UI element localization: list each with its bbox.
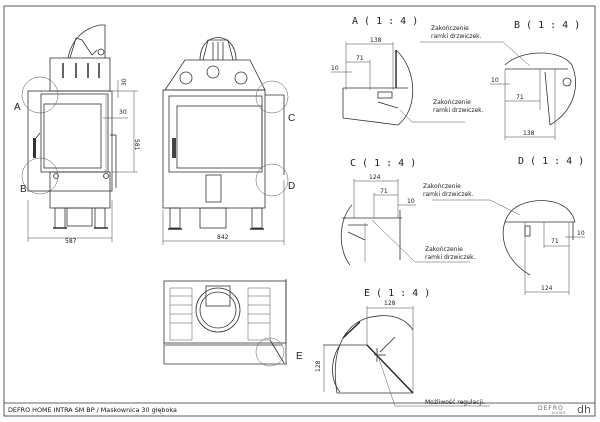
- detail-b: B ( 1 : 4 ): [420, 20, 580, 140]
- detail-circle-e: [255, 337, 285, 367]
- detail-e: E ( 1 : 4 ): [323, 288, 490, 407]
- detail-a-dim-3: 10: [331, 65, 339, 72]
- dim-front-height: 581: [133, 139, 140, 151]
- label-e: E: [296, 351, 303, 362]
- label-c: C: [288, 113, 295, 124]
- side-view: [162, 37, 289, 245]
- detail-circle-b: [21, 157, 59, 195]
- sheet-border: [3, 5, 596, 417]
- detail-d: D ( 1 : 4 ): [432, 156, 585, 295]
- detail-d-dim-3: 124: [541, 285, 553, 292]
- detail-a-title: A ( 1 : 4 ): [352, 16, 418, 27]
- detail-d-dim-1: 10: [577, 230, 585, 237]
- dim-front-side: 30: [119, 109, 127, 116]
- detail-a: A ( 1 : 4 ): [331, 16, 465, 126]
- detail-b-dim-1: 10: [491, 77, 499, 84]
- detail-c: C ( 1 : 4 ): [340, 158, 470, 266]
- detail-circle-c: [255, 80, 289, 114]
- detail-circle-d: [255, 163, 289, 197]
- dim-top-depth: 128: [315, 360, 322, 372]
- detail-a-dim-2: 71: [356, 55, 364, 62]
- label-d: D: [288, 181, 295, 192]
- detail-d-note-line1: Zakończenie: [425, 246, 463, 253]
- detail-c-note-line1: Zakończenie: [423, 183, 461, 190]
- detail-a-note-line2: ramki drzwiczek.: [433, 107, 484, 114]
- detail-b-dim-3: 138: [523, 130, 535, 137]
- detail-a-dim-1: 138: [370, 37, 382, 44]
- detail-b-dim-2: 71: [516, 94, 524, 101]
- dim-front-top: 30: [121, 78, 128, 86]
- label-a: A: [14, 102, 21, 113]
- detail-b-note-line2: ramki drzwiczek.: [431, 33, 482, 40]
- logo-mark: dh: [577, 403, 591, 416]
- detail-c-dim-3: 10: [407, 198, 415, 205]
- drawing-title: DEFRO HOME INTRA SM BP / Maskownica 30 g…: [8, 406, 177, 414]
- logo-text: DEFRO: [538, 405, 564, 412]
- detail-c-dim-2: 71: [380, 188, 388, 195]
- top-view: [163, 279, 341, 393]
- detail-e-title: E ( 1 : 4 ): [364, 288, 430, 299]
- front-view: [21, 24, 138, 242]
- detail-e-note: Możliwość regulacji.: [425, 399, 485, 406]
- detail-d-note-line2: ramki drzwiczek.: [425, 254, 476, 261]
- detail-c-dim-1: 124: [369, 174, 381, 181]
- detail-c-title: C ( 1 : 4 ): [350, 158, 416, 169]
- detail-b-note-line1: Zakończenie: [431, 25, 469, 32]
- detail-c-note-line2: ramki drzwiczek.: [423, 191, 474, 198]
- detail-e-dim-1: 128: [384, 300, 396, 307]
- detail-a-note-line1: Zakończenie: [433, 99, 471, 106]
- detail-d-dim-2: 71: [551, 238, 559, 245]
- dim-front-width: 587: [65, 238, 77, 245]
- dim-side-width: 842: [217, 234, 229, 241]
- detail-circle-a: [21, 76, 59, 114]
- logo-subtext: HOME: [552, 411, 567, 415]
- detail-d-title: D ( 1 : 4 ): [518, 156, 584, 167]
- detail-b-title: B ( 1 : 4 ): [514, 20, 580, 31]
- label-b: B: [20, 184, 27, 195]
